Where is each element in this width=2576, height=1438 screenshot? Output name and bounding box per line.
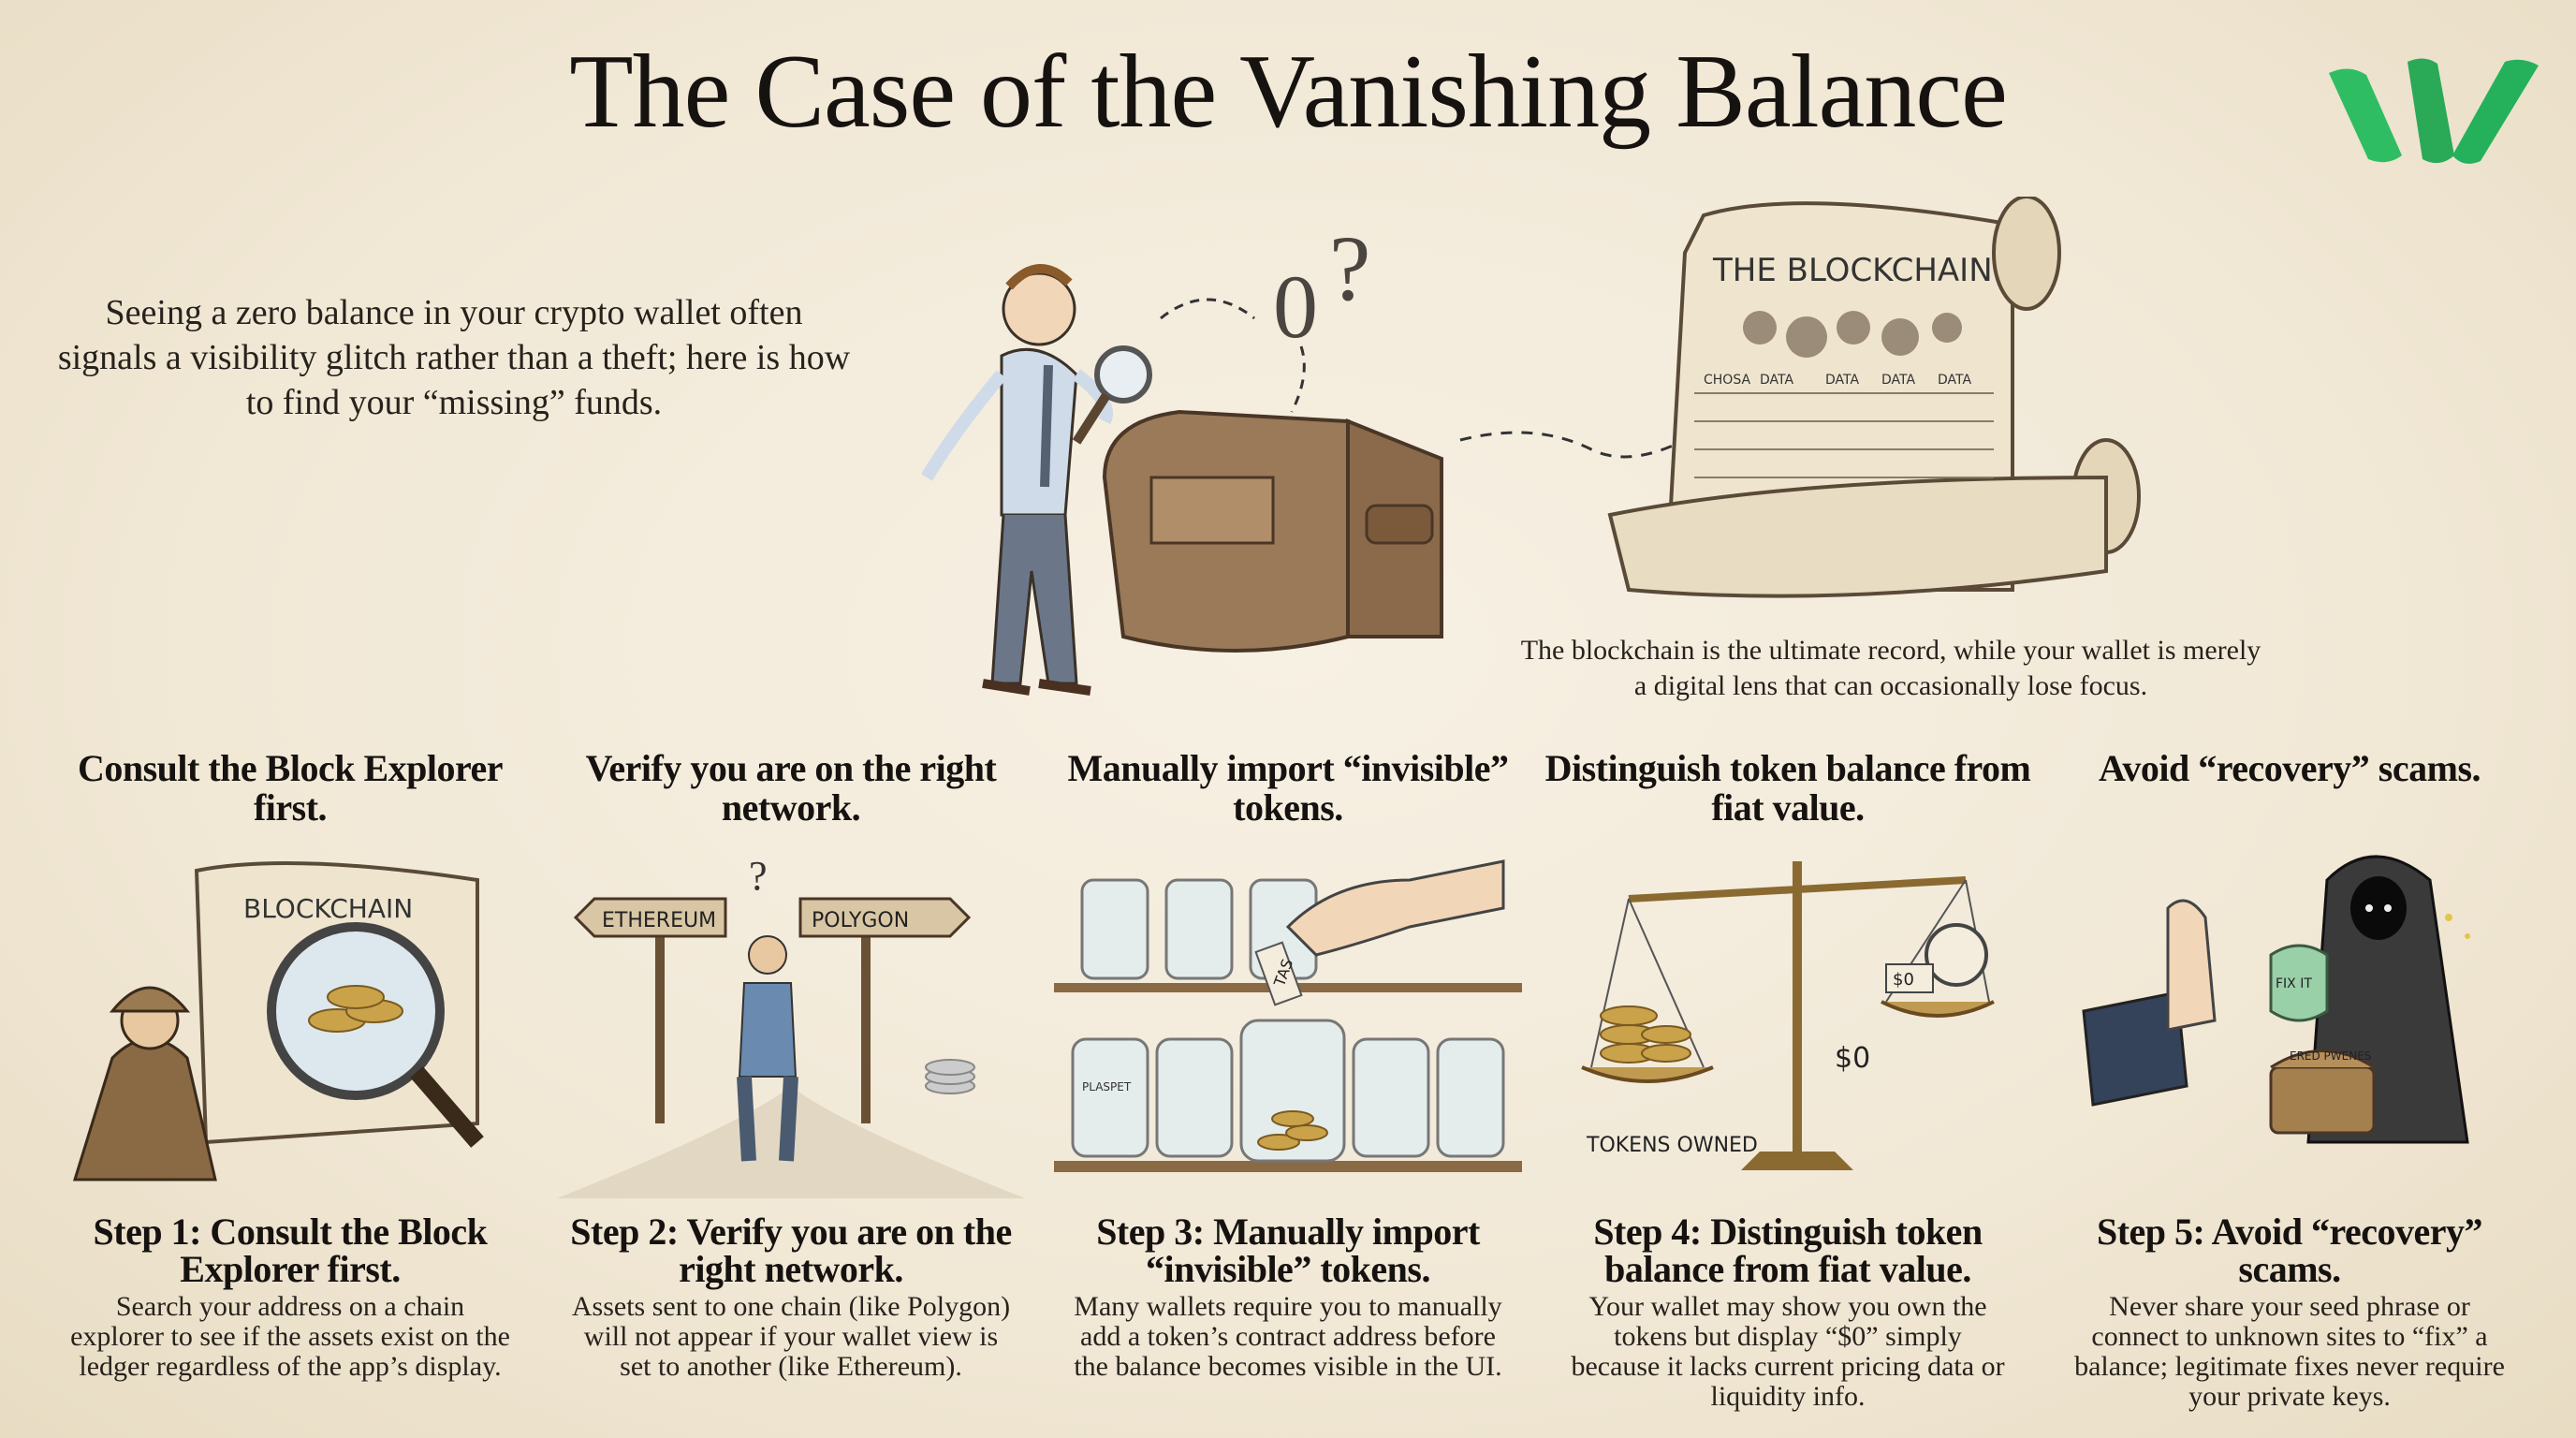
zero-value-label: $0 — [1835, 1042, 1870, 1075]
step-column-4: Distinguish token balance from fiat valu… — [1544, 749, 2031, 1412]
tokens-owned-label: TOKENS OWNED — [1586, 1134, 1758, 1157]
scroll-column-label: DATA — [1760, 373, 1793, 388]
question-mark: ? — [1329, 216, 1370, 320]
coin-stack-icon — [1600, 1005, 1691, 1064]
intro-text: Seeing a zero balance in your crypto wal… — [57, 293, 851, 422]
step-column-3: Manually import “invisible” tokens. PLAS… — [1045, 749, 1531, 1382]
scammer-illustration: FIX IT ERED PWENES — [2082, 855, 2470, 1144]
treasure-chest-icon — [2269, 1065, 2376, 1135]
step-heading: Consult the Block Explorer first. — [77, 747, 504, 829]
step-heading: Distinguish token balance from fiat valu… — [1544, 747, 2031, 829]
potion-bottle-icon — [2269, 944, 2329, 1022]
scroll-column-label: DATA — [1825, 373, 1859, 388]
scroll-column-label: DATA — [1938, 373, 1971, 388]
chest-label: ERED PWENES — [2290, 1049, 2371, 1063]
step-description: Assets sent to one chain (like Polygon) … — [571, 1291, 1011, 1382]
detective-figure — [72, 1037, 217, 1181]
step-column-1: Consult the Block Explorer first. BLOCKC… — [47, 749, 534, 1382]
potion-label: FIX IT — [2276, 976, 2312, 991]
step-description: Many wallets require you to manually add… — [1074, 1291, 1502, 1382]
step-title: Step 3: Manually import “invisible” toke… — [1096, 1211, 1480, 1290]
crossroads-illustration: ETHEREUM POLYGON ? — [557, 853, 1025, 1198]
detective-man — [920, 264, 1113, 696]
empty-wallet-icon — [1102, 409, 1443, 653]
step-heading: Manually import “invisible” tokens. — [1067, 747, 1510, 829]
blockchain-scroll-icon: THE BLOCKCHAIN CHOSA DATA DATA DATA DATA — [1607, 197, 2141, 598]
magnifying-glass-icon — [1072, 345, 1152, 445]
step-heading: Avoid “recovery” scams. — [2098, 747, 2481, 789]
scroll-title: THE BLOCKCHAIN — [1712, 252, 1993, 289]
step-title: Step 2: Verify you are on the right netw… — [570, 1211, 1012, 1290]
stop-hand-icon — [2166, 899, 2217, 1032]
brand-logo-icon — [2329, 58, 2539, 164]
detective-explorer-illustration: BLOCKCHAIN — [72, 861, 484, 1181]
hand-icon — [1285, 859, 1505, 957]
step-description: Search your address on a chain explorer … — [70, 1291, 510, 1382]
zero-label: 0 — [1273, 257, 1318, 357]
step-column-5: Avoid “recovery” scams. FIX IT ERED PWEN… — [2046, 749, 2533, 1412]
clock-icon — [1925, 923, 1988, 987]
ethereum-sign — [573, 897, 727, 938]
jar-label: PLASPET — [1082, 1080, 1132, 1093]
question-mark: ? — [749, 853, 768, 899]
step-column-2: Verify you are on the right network. ETH… — [548, 749, 1034, 1382]
polygon-sign — [798, 897, 972, 938]
step-description: Your wallet may show you own the tokens … — [1571, 1291, 2005, 1412]
explorer-scroll-label: BLOCKCHAIN — [243, 893, 413, 924]
token-jars-illustration: PLASPET TAS — [1054, 859, 1522, 1172]
hero-illustration: 0 ? THE BLOCKCHAIN CHOSA DATA DATA DATA … — [920, 197, 2141, 696]
ethereum-sign-label: ETHEREUM — [602, 909, 716, 932]
polygon-sign-label: POLYGON — [812, 909, 909, 932]
step-title: Step 5: Avoid “recovery” scams. — [2096, 1211, 2483, 1290]
step-heading: Verify you are on the right network. — [585, 747, 997, 829]
price-tag-label: $0 — [1893, 970, 1914, 990]
page-title: The Case of the Vanishing Balance — [569, 34, 2008, 150]
step-title: Step 4: Distinguish token balance from f… — [1593, 1211, 1983, 1290]
blockchain-caption: The blockchain is the ultimate record, w… — [1520, 635, 2261, 701]
balance-scale-illustration: $0 $0 TOKENS OWNED — [1581, 861, 1995, 1170]
scroll-column-label: DATA — [1881, 373, 1915, 388]
man-figure — [748, 935, 787, 975]
step-title: Step 1: Consult the Block Explorer first… — [93, 1211, 488, 1290]
scroll-column-label: CHOSA — [1704, 373, 1750, 388]
coins-icon — [308, 985, 403, 1033]
step-description: Never share your seed phrase or connect … — [2074, 1291, 2505, 1412]
